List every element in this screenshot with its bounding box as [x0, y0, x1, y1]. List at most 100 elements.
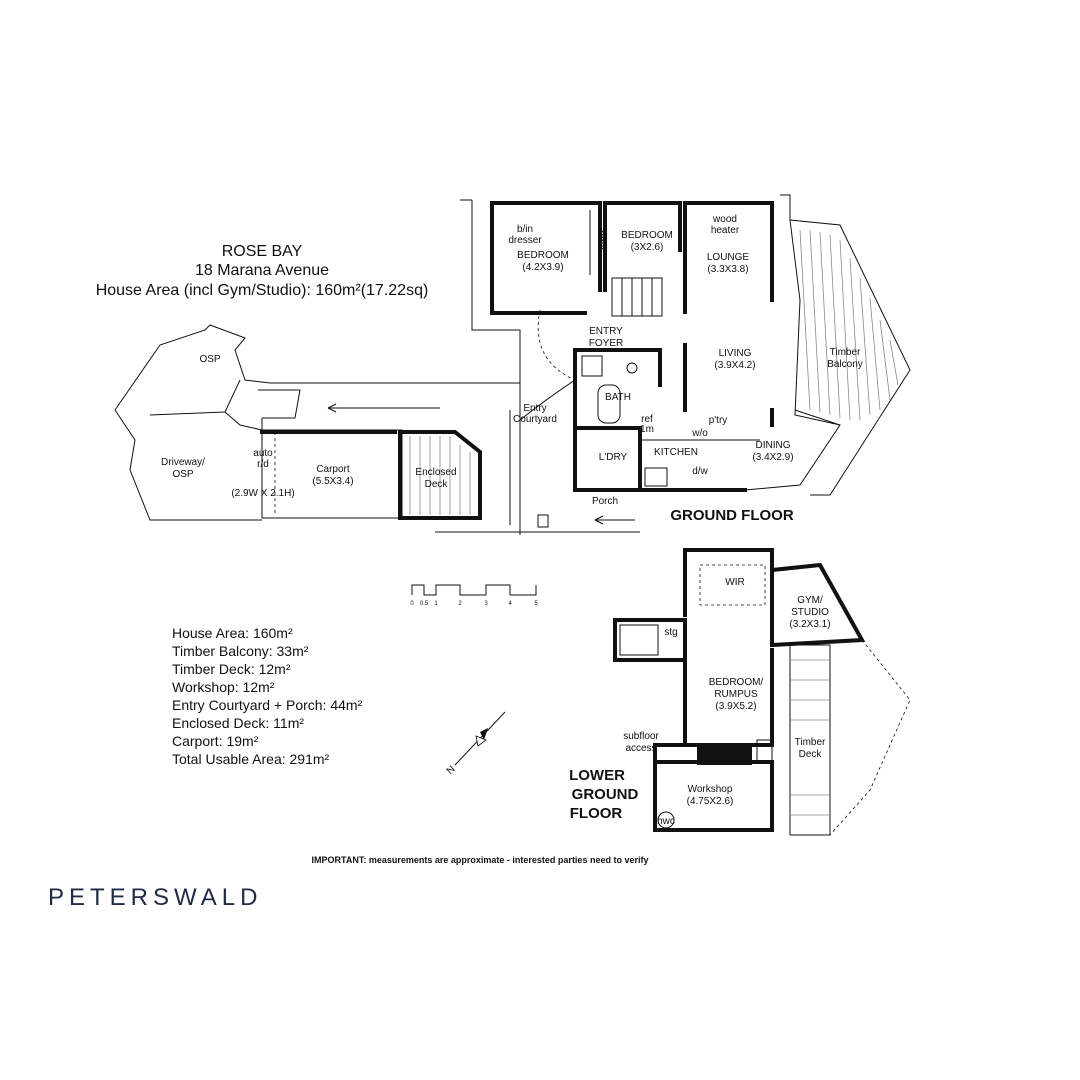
bedroom-1-dim: (4.2X3.9) [522, 262, 563, 273]
driveway-label-2: OSP [172, 469, 193, 480]
cooktop [644, 467, 668, 487]
bin-label-2: dresser [508, 235, 542, 246]
porch-label: Porch [592, 496, 618, 507]
living-label: LIVING [719, 348, 752, 359]
area-line-carport: Carport: 19m² [172, 733, 259, 749]
area-line-courtyard: Entry Courtyard + Porch: 44m² [172, 697, 363, 713]
bedroom-1-label: BEDROOM [517, 250, 569, 261]
scale-label: 4 [508, 601, 512, 607]
gym-dim: (3.2X3.1) [789, 619, 830, 630]
lower-stairs [619, 624, 659, 656]
compass-arrow-icon [480, 728, 488, 740]
lower-floor-title-1: LOWER [569, 767, 625, 784]
laundry-walls [573, 426, 642, 492]
storage-label: stg [664, 627, 677, 638]
ref-label-2: 1m [640, 424, 654, 435]
driveway-outline [149, 379, 263, 431]
entry-foyer-label-2: FOYER [589, 338, 623, 349]
carport-label: Carport [316, 464, 350, 475]
rumpus-dim: (3.9X5.2) [715, 701, 756, 712]
enclosed-deck-label-2: Deck [425, 479, 449, 490]
pantry-label: p'try [709, 415, 728, 426]
bathtub [597, 384, 621, 424]
subfloor-label-2: access [625, 743, 656, 754]
bedroom-2-walls [603, 201, 682, 292]
dining-dim: (3.4X2.9) [752, 452, 793, 463]
courtyard-path [519, 379, 576, 421]
enclosed-deck-label-1: Enclosed [415, 467, 456, 478]
wir-walls [683, 548, 774, 647]
wood-heater-label-2: heater [711, 225, 740, 236]
walk-in-label: w/o [691, 428, 708, 439]
disclaimer-text: IMPORTANT: measurements are approximate … [312, 855, 649, 865]
area-line-house: House Area: 160m² [172, 625, 293, 641]
wir-label: WIR [725, 577, 744, 588]
wir-outline [699, 564, 766, 606]
wood-heater-label-1: wood [712, 214, 737, 225]
enclosed-deck-hatch [409, 436, 471, 515]
robe-label: robe [595, 230, 606, 250]
lower-floor-title-3: FLOOR [570, 805, 623, 822]
driveway-label-1: Driveway/ [161, 457, 205, 468]
area-schedule: House Area: 160m² Timber Balcony: 33m² T… [172, 625, 363, 767]
scale-label: 5 [534, 601, 538, 607]
courtyard-dash [537, 309, 576, 381]
subfloor-label-1: subfloor [623, 731, 659, 742]
door-dimension-label: (2.9W X 2.1H) [231, 488, 294, 499]
timber-balcony-label-2: Balcony [827, 359, 863, 370]
driveway-outline [258, 389, 301, 430]
bath-walls [573, 348, 662, 492]
driveway-outline [114, 409, 262, 521]
laundry-label: L'DRY [599, 452, 628, 463]
area-line-balcony: Timber Balcony: 33m² [172, 643, 309, 659]
osp-label: OSP [199, 354, 220, 365]
timber-balcony-inner [789, 219, 841, 426]
scale-bar-line [411, 584, 537, 596]
area-line-deck: Timber Deck: 12m² [172, 661, 291, 677]
courtyard-label-1: Entry [523, 403, 546, 414]
driveway-outline [114, 324, 520, 411]
toilet [626, 362, 638, 374]
area-line-workshop: Workshop: 12m² [172, 679, 275, 695]
rumpus-label-1: BEDROOM/ [709, 677, 764, 688]
bedroom-2-dim: (3X2.6) [631, 242, 664, 253]
auto-door-label-1: auto [253, 448, 273, 459]
bedroom-2-label: BEDROOM [621, 230, 673, 241]
ground-floor-title: GROUND FLOOR [670, 507, 793, 524]
lower-timber-deck-hatch [790, 659, 830, 816]
hot-water-cylinder [657, 811, 675, 829]
scale-label: 0.5 [420, 601, 429, 607]
auto-door-label-2: r/d [257, 459, 269, 470]
living-dim: (3.9X4.2) [714, 360, 755, 371]
shower [581, 355, 603, 377]
lounge-label: LOUNGE [707, 252, 750, 263]
house-area-line: House Area (incl Gym/Studio): 160m²(17.2… [96, 282, 429, 299]
timber-balcony-hatch [799, 229, 899, 421]
gym-label-2: STUDIO [791, 607, 829, 618]
brand-logo: PETERSWALD [48, 884, 262, 911]
gym-label-1: GYM/ [797, 595, 823, 606]
dishwasher-label: d/w [692, 466, 708, 477]
hwc-label: hwc [657, 816, 675, 827]
scale-label: 0 [410, 601, 414, 607]
living-walls [683, 343, 774, 427]
entry-foyer-label-1: ENTRY [589, 326, 623, 337]
ref-label-1: ref [641, 414, 653, 425]
lower-deck-label-2: Deck [799, 749, 823, 760]
dining-outline [744, 409, 841, 491]
lower-ground-floor-plan [613, 548, 911, 836]
ground-floor-labels: b/in dresser robe BEDROOM (4.2X3.9) BEDR… [161, 214, 863, 524]
porch-step [537, 514, 549, 528]
bin-label-1: b/in [517, 224, 533, 235]
area-line-enclosed-deck: Enclosed Deck: 11m² [172, 715, 304, 731]
lounge-walls [683, 201, 774, 314]
property-header: ROSE BAY 18 Marana Avenue House Area (in… [96, 243, 429, 299]
ground-floor-plan [114, 194, 911, 535]
area-line-total: Total Usable Area: 291m² [172, 751, 330, 767]
stair-walls [613, 618, 687, 662]
workshop-label: Workshop [688, 784, 733, 795]
scale-bar: 0 0.5 1 2 3 4 5 [410, 584, 538, 607]
compass-north-label: N [445, 764, 458, 777]
site-boundary-line [460, 199, 521, 385]
